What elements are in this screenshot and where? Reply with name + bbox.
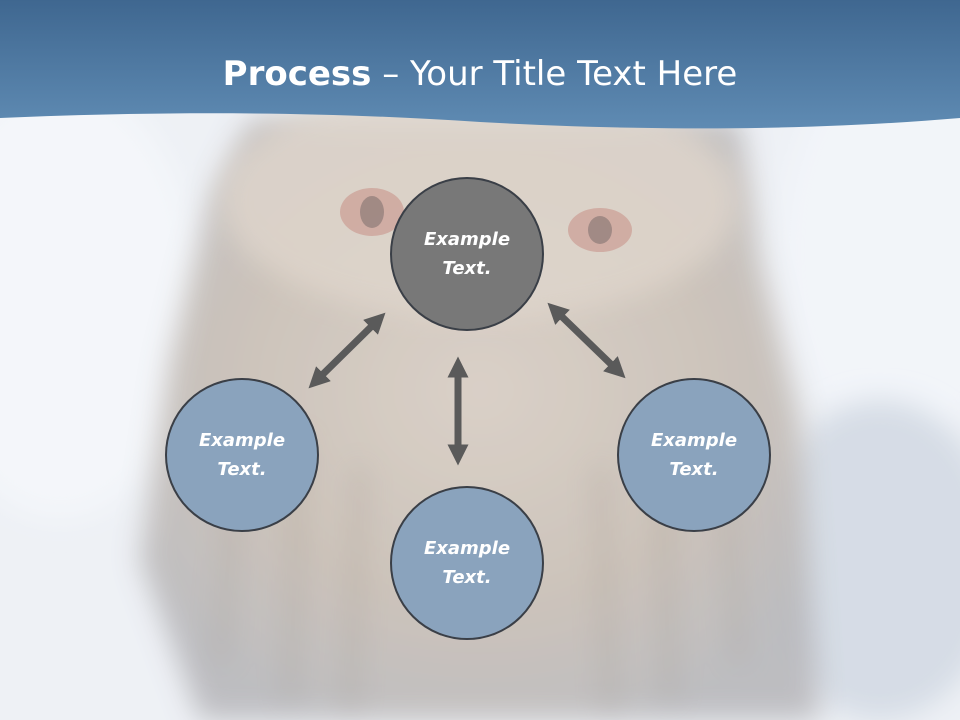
title-text: Your Title Text Here [410,54,738,94]
process-node-center: Example Text. [390,177,544,331]
slide-title: Process – Your Title Text Here [0,50,960,98]
process-node-bottom: Example Text. [390,486,544,640]
node-right-text: Example Text. [650,430,738,480]
node-center-text: Example Text. [423,229,511,279]
node-bottom-text: Example Text. [423,538,511,588]
process-node-left: Example Text. [165,378,319,532]
process-node-right: Example Text. [617,378,771,532]
title-separator: – [371,54,411,94]
node-left-text: Example Text. [198,430,286,480]
title-bold-word: Process [222,54,372,94]
